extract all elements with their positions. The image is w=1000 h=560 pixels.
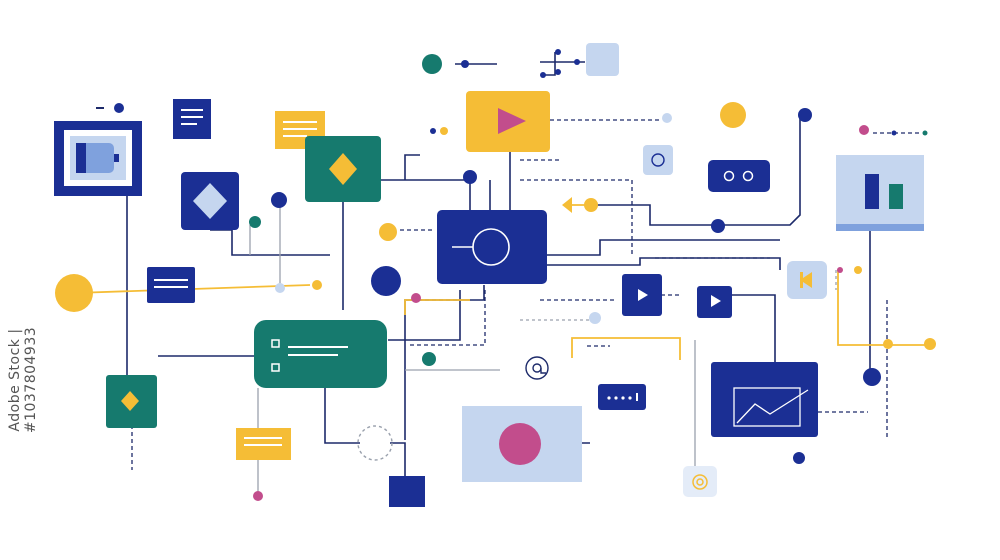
- document-card-icon[interactable]: [236, 428, 291, 460]
- dot-node: [924, 338, 936, 350]
- dot-node: [662, 113, 672, 123]
- play-button-icon[interactable]: [697, 286, 732, 318]
- speaker-icon[interactable]: [562, 197, 598, 213]
- at-sign-icon[interactable]: [525, 356, 549, 380]
- dot-node: [711, 219, 725, 233]
- robot-face-icon[interactable]: [708, 160, 770, 192]
- document-card-icon[interactable]: [275, 111, 325, 149]
- document-icon[interactable]: [147, 267, 195, 303]
- dot-node: [422, 352, 436, 366]
- dot-node: [837, 267, 843, 273]
- dot-node: [379, 223, 397, 241]
- dashed-circle-node: [357, 425, 393, 461]
- dot-node: [461, 60, 469, 68]
- password-dots-icon[interactable]: [598, 384, 646, 410]
- dot-node: [793, 452, 805, 464]
- media-rewind-icon[interactable]: [787, 261, 827, 299]
- dot-node: [249, 216, 261, 228]
- framed-media-icon[interactable]: [54, 121, 142, 196]
- dot-node: [555, 69, 561, 75]
- bar-chart-icon[interactable]: [836, 155, 924, 231]
- dot-node: [463, 170, 477, 184]
- dot-node: [440, 127, 448, 135]
- dot-node: [589, 312, 601, 324]
- profile-card-icon[interactable]: [462, 406, 582, 482]
- dot-node: [883, 339, 893, 349]
- diamond-node-icon[interactable]: [305, 136, 381, 202]
- dot-node: [555, 49, 561, 55]
- dot-node: [540, 72, 546, 78]
- dot-node: [891, 130, 897, 136]
- dot-node: [430, 128, 436, 134]
- central-hub-icon[interactable]: [437, 210, 547, 284]
- dot-node: [859, 125, 869, 135]
- dot-node: [114, 103, 124, 113]
- dot-node: [253, 491, 263, 501]
- gear-node-icon[interactable]: [643, 145, 673, 175]
- dot-node: [720, 102, 746, 128]
- dot-node: [863, 368, 881, 386]
- dot-node: [312, 280, 322, 290]
- diamond-node-icon[interactable]: [106, 375, 157, 428]
- dot-node: [422, 54, 442, 74]
- light-square-node: [586, 43, 619, 76]
- play-button-icon[interactable]: [622, 274, 662, 316]
- dot-node: [574, 59, 580, 65]
- dot-node: [411, 293, 421, 303]
- media-play-icon[interactable]: [466, 91, 550, 152]
- diamond-node-icon[interactable]: [181, 172, 239, 230]
- small-dash: [96, 107, 104, 109]
- document-icon[interactable]: [173, 99, 211, 139]
- dot-node: [854, 266, 862, 274]
- circle-node-icon[interactable]: [55, 274, 93, 312]
- chart-window-icon[interactable]: [711, 362, 818, 437]
- spiral-icon[interactable]: [683, 466, 717, 497]
- dot-node: [798, 108, 812, 122]
- square-node: [389, 476, 425, 507]
- dot-node: [922, 130, 928, 136]
- chat-bubble-icon[interactable]: [254, 320, 387, 388]
- dot-node: [275, 283, 285, 293]
- dot-node: [271, 192, 287, 208]
- dot-node: [371, 266, 401, 296]
